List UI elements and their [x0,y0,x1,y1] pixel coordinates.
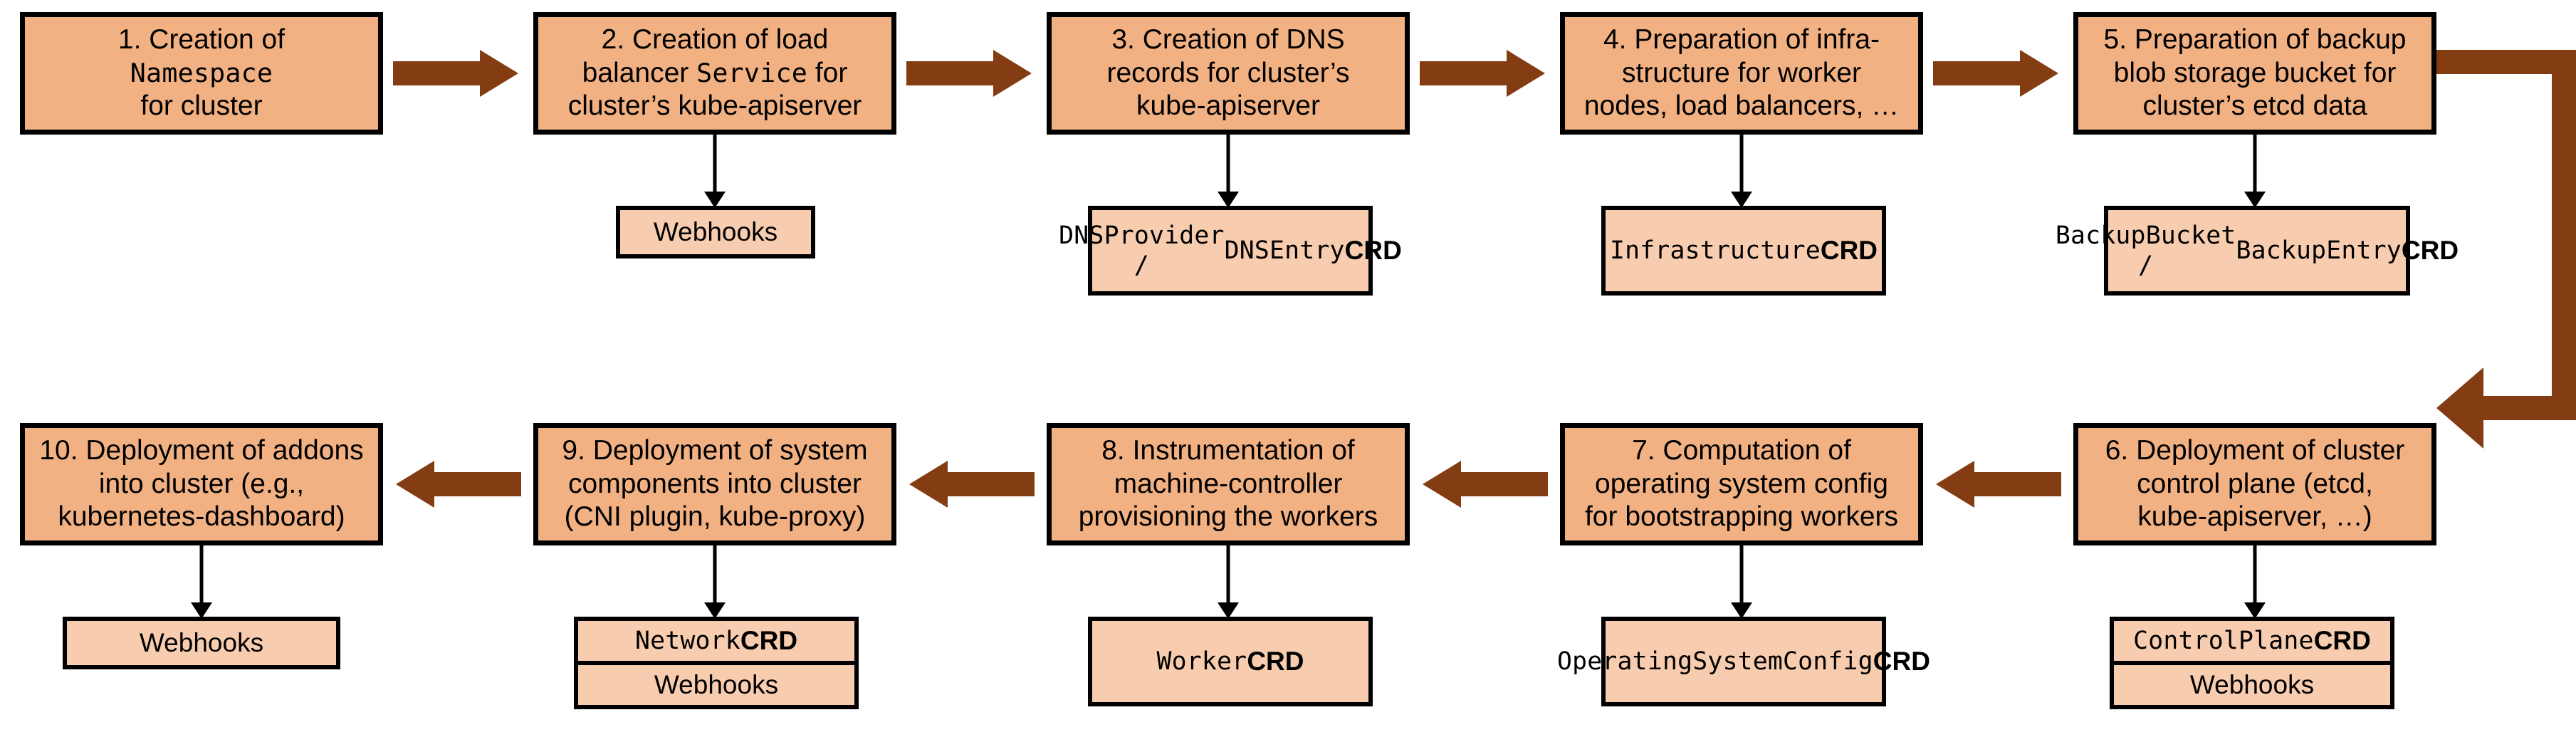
connector-shaft [713,545,717,602]
flow-arrow-9-to-10 [396,461,521,508]
artifact-row: ControlPlane CRD [2133,626,2371,656]
artifact-box-step-2-webhooks[interactable]: Webhooks [616,206,815,258]
connector-shaft [2253,545,2257,602]
flow-arrow-4-to-5 [1933,50,2058,97]
artifact-row: Webhooks [578,661,854,705]
flow-arrow-8-to-9 [909,461,1035,508]
step-4-label: 4. Preparation of infra-structure for wo… [1583,23,1900,122]
artifact-box-step-5-backup-crd[interactable]: BackupBucket /BackupEntry CRD [2055,206,2459,296]
artifact-box-step-9-network-crd[interactable]: Network CRD Webhooks [574,617,859,709]
connector-shaft [713,135,717,192]
connector-shaft [199,545,204,602]
artifact-box-step-6-controlplane-crd[interactable]: ControlPlane CRD Webhooks [2110,617,2394,709]
artifact-row: BackupBucket /BackupEntry CRD [2055,221,2459,280]
flow-arrow-3-to-4 [1420,50,1545,97]
flow-arrow-5-to-6-wrap [2436,50,2576,449]
connector-arrowhead [1218,192,1239,208]
flow-arrow-6-to-7 [1936,461,2061,508]
artifact-row: Webhooks [653,217,778,247]
connector-arrowhead [2244,602,2266,619]
connector-shaft [1226,545,1230,602]
connector-shaft [2253,135,2257,192]
connector-arrowhead [704,192,726,208]
artifact-row: Webhooks [2114,661,2390,705]
flow-arrow-2-to-3 [906,50,1032,97]
artifact-box-step-10-webhooks[interactable]: Webhooks [63,617,340,669]
step-box-4[interactable]: 4. Preparation of infra-structure for wo… [1560,12,1923,135]
connector-arrowhead [1731,602,1752,619]
connector-arrowhead [1218,602,1239,619]
connector-shaft [1739,135,1744,192]
connector-arrowhead [1731,192,1752,208]
connector-shaft [1226,135,1230,192]
connector-arrowhead [704,602,726,619]
artifact-row: Network CRD [634,626,798,656]
artifact-box-step-3-dns-crd[interactable]: DNSProvider /DNSEntry CRD [1059,206,1402,296]
artifact-row: Webhooks [139,628,264,658]
flow-arrow-1-to-2 [393,50,518,97]
connector-arrowhead [2244,192,2266,208]
artifact-row: DNSProvider /DNSEntry CRD [1059,221,1402,280]
connector-arrowhead [191,602,212,619]
flow-arrow-7-to-8 [1423,461,1548,508]
connector-shaft [1739,545,1744,602]
